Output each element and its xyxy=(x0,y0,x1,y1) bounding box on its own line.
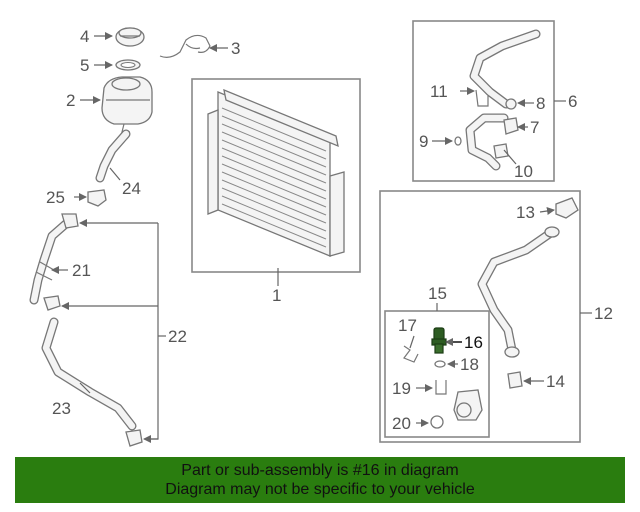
callout-16: 16 xyxy=(464,333,483,352)
parts-diagram: 1 2 3 4 5 6 7 8 9 10 11 12 13 14 15 16 1… xyxy=(29,20,613,447)
banner-line-2: Diagram may not be specific to your vehi… xyxy=(165,481,475,498)
radiator-frame xyxy=(191,78,361,273)
expansion-tank xyxy=(101,76,153,133)
callout-10: 10 xyxy=(514,162,533,181)
hose-clip-22a xyxy=(43,295,61,311)
leader-lines xyxy=(51,32,592,443)
sensor-clip-17 xyxy=(403,345,419,363)
cap-seal-ring xyxy=(115,59,141,71)
sensor-housing xyxy=(453,389,483,421)
callout-12: 12 xyxy=(594,304,613,323)
callout-25: 25 xyxy=(46,188,65,207)
callout-20: 20 xyxy=(392,414,411,433)
clamp-13 xyxy=(555,197,579,219)
banner-line-1: Part or sub-assembly is #16 in diagram xyxy=(181,462,459,479)
callout-9: 9 xyxy=(419,132,428,151)
seal-8 xyxy=(505,98,517,110)
fitting-7 xyxy=(503,117,519,135)
hose-clip-25 xyxy=(87,189,107,207)
clip-19 xyxy=(435,380,447,395)
small-hose xyxy=(465,113,509,171)
coolant-hose-12 xyxy=(477,226,560,358)
callout-5: 5 xyxy=(80,56,89,75)
callout-8: 8 xyxy=(536,94,545,113)
upper-hose-21 xyxy=(29,213,79,305)
radiator xyxy=(207,88,345,257)
info-banner: Part or sub-assembly is #16 in diagram D… xyxy=(15,457,625,503)
callout-19: 19 xyxy=(392,379,411,398)
callout-1: 1 xyxy=(272,286,281,305)
callout-7: 7 xyxy=(530,118,539,137)
lower-hose-23 xyxy=(41,317,137,431)
bracket-11 xyxy=(475,89,489,107)
reservoir-cap xyxy=(115,27,145,47)
hose-assembly-frame xyxy=(379,190,581,443)
callout-23: 23 xyxy=(52,399,71,418)
tank-hose-clamp xyxy=(159,34,211,58)
callout-14: 14 xyxy=(546,372,565,391)
o-ring-9 xyxy=(454,136,462,146)
callout-11: 11 xyxy=(430,82,448,101)
coolant-pipe xyxy=(469,29,541,109)
callout-18: 18 xyxy=(460,355,479,374)
callout-3: 3 xyxy=(231,39,240,58)
hose-clip-22b xyxy=(125,429,143,447)
callout-24: 24 xyxy=(122,179,141,198)
overflow-hose xyxy=(95,129,131,183)
callout-15: 15 xyxy=(428,284,447,303)
callout-22: 22 xyxy=(168,327,187,346)
callout-17: 17 xyxy=(398,316,417,335)
o-ring-20 xyxy=(430,415,444,429)
callout-13: 13 xyxy=(516,203,535,222)
callout-4: 4 xyxy=(80,27,89,46)
callout-21: 21 xyxy=(72,261,91,280)
clip-10 xyxy=(493,143,509,159)
coolant-temp-sensor xyxy=(431,327,447,354)
callout-2: 2 xyxy=(66,91,75,110)
clamp-14 xyxy=(507,371,523,389)
callout-6: 6 xyxy=(568,92,577,111)
sensor-o-ring-18 xyxy=(434,360,446,368)
